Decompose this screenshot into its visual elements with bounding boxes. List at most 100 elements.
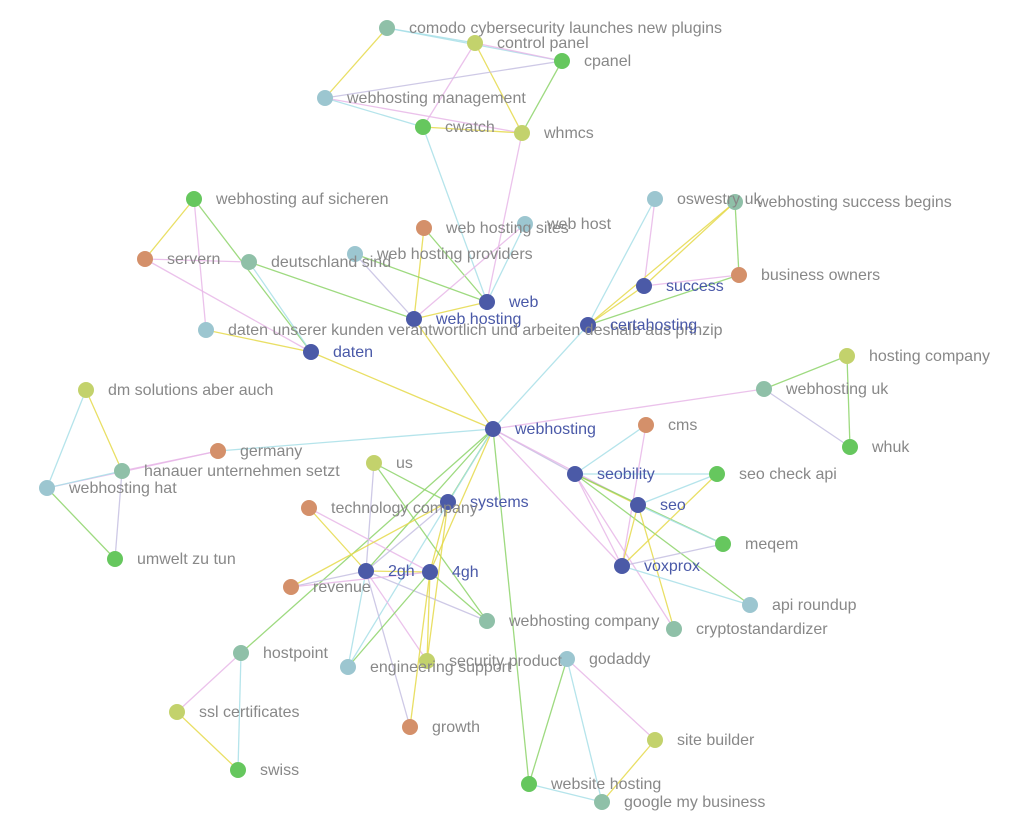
graph-node[interactable] [303,344,319,360]
node-label: systems [470,494,529,511]
graph-node[interactable] [137,251,153,267]
graph-node[interactable] [594,794,610,810]
graph-node[interactable] [647,191,663,207]
graph-node[interactable] [742,597,758,613]
node-label: comodo cybersecurity launches new plugin… [409,20,722,37]
graph-edge [734,201,740,276]
graph-edge [365,570,411,728]
graph-node[interactable] [479,613,495,629]
node-label: technology company [331,500,478,517]
graph-node[interactable] [727,194,743,210]
graph-node[interactable] [559,651,575,667]
graph-node[interactable] [379,20,395,36]
graph-edge [365,570,428,662]
node-label: business owners [761,267,880,284]
node-label: webhosting uk [785,381,889,398]
node-label: security product [449,653,562,670]
graph-edge [574,473,751,606]
node-label: web [508,294,538,311]
graph-edge [347,570,367,668]
graph-node[interactable] [107,551,123,567]
graph-edge [46,470,123,489]
graph-node[interactable] [709,466,725,482]
graph-node[interactable] [756,381,772,397]
graph-edge [193,198,312,353]
graph-node[interactable] [440,494,456,510]
node-label: daten unserer kunden verantwortlich und … [228,322,723,339]
graph-node[interactable] [114,463,130,479]
node-label: cpanel [584,53,631,70]
graph-node[interactable] [347,246,363,262]
graph-edge [486,223,526,303]
graph-node[interactable] [636,278,652,294]
graph-edge [121,450,219,472]
graph-node[interactable] [358,563,374,579]
node-label: daten [333,344,373,361]
graph-node[interactable] [630,497,646,513]
graph-node[interactable] [233,645,249,661]
graph-node[interactable] [402,719,418,735]
graph-node[interactable] [666,621,682,637]
graph-edge [763,355,848,390]
graph-edge [566,658,656,741]
graph-node[interactable] [301,500,317,516]
node-label: webhosting management [346,90,526,107]
graph-node[interactable] [715,536,731,552]
node-label: 4gh [452,564,479,581]
node-layer [39,20,858,810]
graph-edge [429,428,494,573]
graph-node[interactable] [580,317,596,333]
graph-edge [290,501,449,588]
node-label: control panel [497,35,589,52]
graph-edge [601,739,656,803]
graph-node[interactable] [422,564,438,580]
graph-node[interactable] [554,53,570,69]
graph-node[interactable] [514,125,530,141]
node-label: voxprox [644,558,700,575]
graph-edge [46,487,116,560]
graph-node[interactable] [467,35,483,51]
graph-node[interactable] [521,776,537,792]
graph-node[interactable] [517,216,533,232]
graph-node[interactable] [241,254,257,270]
graph-node[interactable] [839,348,855,364]
graph-node[interactable] [317,90,333,106]
graph-node[interactable] [366,455,382,471]
graph-node[interactable] [614,558,630,574]
graph-edge [176,652,242,713]
graph-node[interactable] [842,439,858,455]
graph-node[interactable] [78,382,94,398]
graph-node[interactable] [479,294,495,310]
graph-node[interactable] [416,220,432,236]
graph-node[interactable] [485,421,501,437]
node-label: website hosting [550,776,661,793]
graph-node[interactable] [340,659,356,675]
graph-node[interactable] [419,653,435,669]
graph-node[interactable] [406,311,422,327]
graph-node[interactable] [731,267,747,283]
graph-edge [587,201,736,326]
graph-edge [621,424,647,567]
graph-edge [621,504,639,567]
graph-node[interactable] [186,191,202,207]
graph-node[interactable] [169,704,185,720]
node-label: deutschland sind [271,254,391,271]
node-label: seo [660,497,686,514]
graph-node[interactable] [283,579,299,595]
graph-edge [347,571,431,668]
graph-node[interactable] [210,443,226,459]
graph-node[interactable] [638,417,654,433]
graph-node[interactable] [230,762,246,778]
graph-node[interactable] [198,322,214,338]
graph-node[interactable] [415,119,431,135]
graph-node[interactable] [647,732,663,748]
graph-edge [144,258,312,353]
graph-node[interactable] [39,480,55,496]
graph-edge [643,274,740,287]
graph-edge [176,711,239,771]
graph-edge [492,428,623,567]
graph-edge [46,389,87,489]
node-label: hostpoint [263,645,328,662]
graph-node[interactable] [567,466,583,482]
